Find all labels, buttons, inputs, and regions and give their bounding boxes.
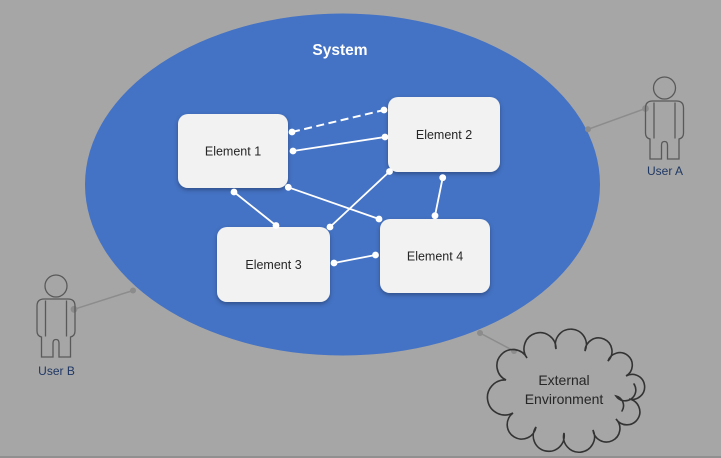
system-boundary-ellipse <box>85 13 600 356</box>
dot <box>439 174 447 182</box>
dot <box>431 212 439 220</box>
dot <box>372 251 379 259</box>
external-environment-label-line1: External <box>538 372 589 388</box>
element-4-shape <box>380 219 490 293</box>
dot <box>386 168 393 175</box>
connector-element2-element4 <box>434 177 444 216</box>
internal-connectors <box>233 109 444 264</box>
element-2-box: Element 2 <box>388 97 500 172</box>
dot <box>284 183 292 191</box>
element-2-shape <box>388 97 500 172</box>
element-4-box: Element 4 <box>380 219 490 293</box>
dot <box>130 287 136 294</box>
dot <box>380 106 388 114</box>
cloud-inner-curl <box>614 383 637 412</box>
user-b-figure: User B <box>36 274 76 378</box>
element-1-box: Element 1 <box>178 114 288 188</box>
connector-element2-element3 <box>329 170 391 228</box>
connector-element1-element2-solid <box>292 136 386 152</box>
element-3-label: Element 3 <box>245 258 301 272</box>
dot <box>230 188 238 196</box>
connector-element3-element4 <box>333 254 376 264</box>
external-environment-cloud: External Environment <box>486 328 646 454</box>
connector-element1-element4 <box>288 186 380 220</box>
dot <box>326 223 334 231</box>
user-b-label: User B <box>38 364 75 378</box>
dot <box>585 126 591 133</box>
bottom-edge <box>0 456 721 458</box>
dot <box>272 222 280 229</box>
element-2-label: Element 2 <box>416 128 472 142</box>
user-a-label: User A <box>647 164 683 178</box>
element-1-label: Element 1 <box>205 145 261 159</box>
connector-element1-element2-dashed <box>291 109 385 133</box>
dot <box>330 259 338 267</box>
element-3-box: Element 3 <box>217 227 330 302</box>
dot <box>70 305 78 313</box>
dot <box>381 133 389 141</box>
dot <box>288 128 296 136</box>
dot <box>375 215 383 223</box>
cloud-shape <box>486 328 646 454</box>
connector-element1-element3 <box>233 191 277 227</box>
external-connectors <box>70 105 649 354</box>
connector-system-environment <box>479 332 515 352</box>
dot <box>477 330 483 336</box>
element-4-label: Element 4 <box>407 250 463 264</box>
element-3-shape <box>217 227 330 302</box>
connector-system-userb <box>73 289 134 311</box>
element-1-shape <box>178 114 288 188</box>
dot <box>289 147 297 155</box>
user-a-figure: User A <box>644 76 685 178</box>
connector-system-usera <box>587 107 646 131</box>
internal-connector-dots <box>230 106 447 267</box>
system-title: System <box>312 42 367 59</box>
external-environment-label-line2: Environment <box>525 391 604 407</box>
